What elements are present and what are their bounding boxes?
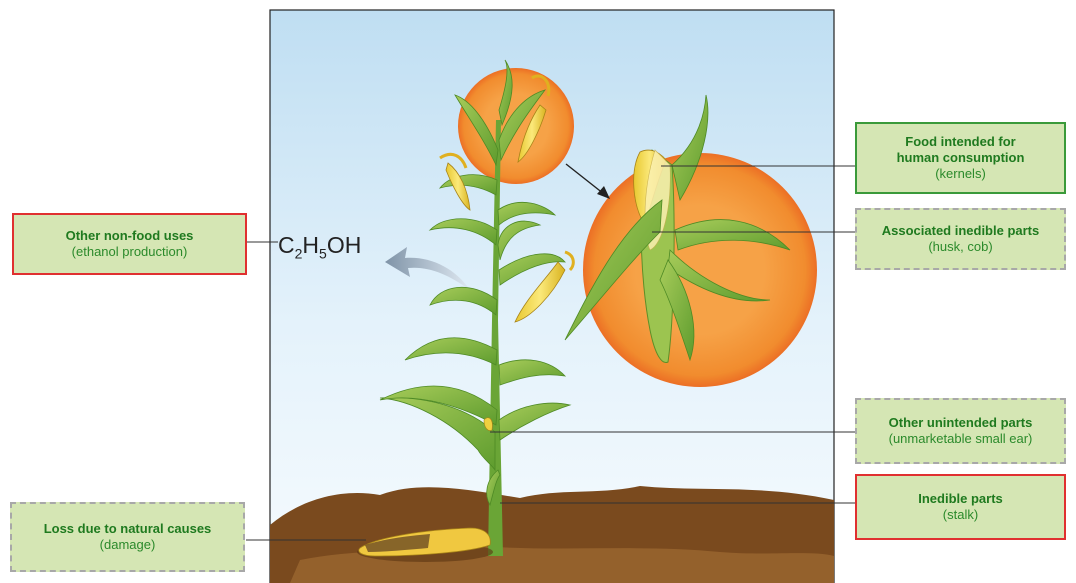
label-associated-inedible-subtitle: (husk, cob)	[928, 239, 992, 255]
label-natural-loss: Loss due to natural causes (damage)	[10, 502, 245, 572]
label-food-human-title: Food intended for human consumption	[897, 134, 1025, 166]
label-inedible-stalk-subtitle: (stalk)	[943, 507, 978, 523]
label-inedible-stalk-title: Inedible parts	[918, 491, 1003, 507]
label-inedible-stalk: Inedible parts (stalk)	[855, 474, 1066, 540]
label-unintended: Other unintended parts (unmarketable sma…	[855, 398, 1066, 464]
label-food-human: Food intended for human consumption (ker…	[855, 122, 1066, 194]
label-non-food-subtitle: (ethanol production)	[72, 244, 188, 260]
label-unintended-subtitle: (unmarketable small ear)	[889, 431, 1033, 447]
label-natural-loss-subtitle: (damage)	[100, 537, 156, 553]
label-non-food-title: Other non-food uses	[66, 228, 194, 244]
label-associated-inedible-title: Associated inedible parts	[882, 223, 1040, 239]
label-natural-loss-title: Loss due to natural causes	[44, 521, 212, 537]
label-non-food: Other non-food uses (ethanol production)	[12, 213, 247, 275]
label-food-human-subtitle: (kernels)	[935, 166, 986, 182]
ethanol-formula: C2H5OH	[278, 232, 361, 262]
label-unintended-title: Other unintended parts	[889, 415, 1033, 431]
label-associated-inedible: Associated inedible parts (husk, cob)	[855, 208, 1066, 270]
